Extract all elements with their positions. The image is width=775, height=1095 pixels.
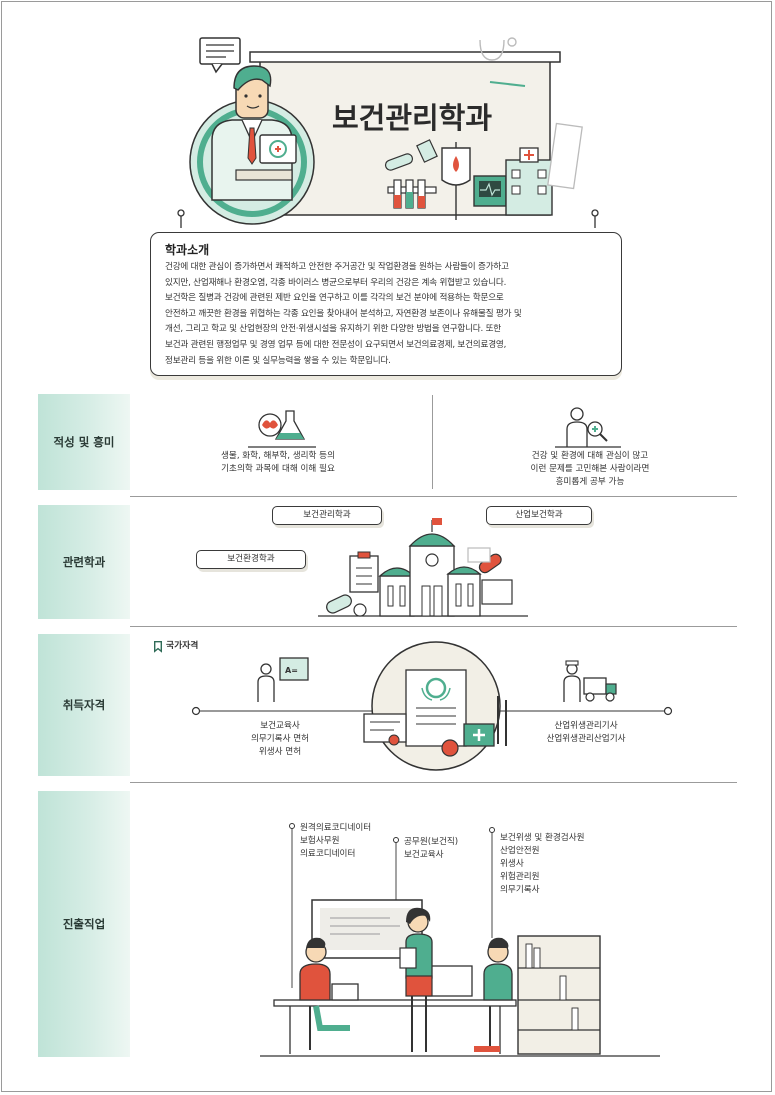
intro-line: 안전하고 깨끗한 환경을 위협하는 각종 요인을 찾아내어 분석하고, 자연환경… bbox=[165, 308, 522, 319]
career-item: 산업안전원 bbox=[500, 846, 540, 856]
license-right-text: 산업위생관리기사 산업위생관리산업기사 bbox=[516, 720, 656, 746]
hero-illustration: 보건관리학과 bbox=[177, 37, 599, 228]
intro-line: 보건과 관련된 행정업무 및 경영 업무 등에 대한 전문성이 요구되면서 보건… bbox=[165, 339, 507, 350]
career-item: 의무기록사 bbox=[500, 885, 540, 895]
related-department-tag: 보건관리학과 bbox=[272, 506, 382, 525]
license-item: 산업위생관리기사 bbox=[554, 721, 618, 731]
career-item: 원격의료코디네이터 bbox=[300, 823, 372, 833]
career-group: 원격의료코디네이터 보험사무원 의료코디네이터 bbox=[300, 822, 371, 861]
related-department-tag: 산업보건학과 bbox=[486, 506, 592, 525]
aptitude-right-line: 이런 문제를 고민해본 사람이라면 bbox=[530, 464, 650, 474]
license-left-text: 보건교육사 의무기록사 면허 위생사 면허 bbox=[220, 720, 340, 759]
career-item: 의료코디네이터 bbox=[300, 849, 356, 859]
intro-line: 정보관리 등을 위한 이론 및 실무능력을 쌓을 수 있는 학문입니다. bbox=[165, 355, 391, 366]
section-separator bbox=[130, 782, 737, 783]
section-divider bbox=[432, 395, 433, 489]
career-item: 보험사무원 bbox=[300, 836, 340, 846]
university-campus-icon bbox=[318, 518, 528, 617]
intro-line: 있지만, 산업재해나 환경오염, 각종 바이러스 병균으로부터 우리의 건강은 … bbox=[165, 277, 507, 288]
hero-section: 보건관리학과 bbox=[150, 30, 599, 230]
aptitude-right-line: 흥미롭게 공부 가능 bbox=[555, 477, 625, 487]
bookmark-icon bbox=[154, 641, 162, 653]
intro-line: 건강에 대한 관심이 증가하면서 쾌적하고 안전한 주거공간 및 작업환경을 원… bbox=[165, 262, 509, 272]
career-item: 위험관리원 bbox=[500, 872, 540, 882]
aptitude-right-text: 건강 및 환경에 대해 관심이 많고 이런 문제를 고민해본 사람이라면 흥미롭… bbox=[490, 450, 690, 489]
aptitude-right-line: 건강 및 환경에 대해 관심이 많고 bbox=[531, 451, 649, 461]
related-department-tag: 보건환경학과 bbox=[196, 550, 306, 569]
intro-text: 건강에 대한 관심이 증가하면서 쾌적하고 안전한 주거공간 및 작업환경을 원… bbox=[165, 260, 611, 369]
license-subheading: 국가자격 bbox=[166, 641, 199, 651]
license-item: 위생사 면허 bbox=[258, 747, 302, 757]
section-label-license: 취득자격 bbox=[38, 634, 130, 776]
career-item: 보건위생 및 환경검사원 bbox=[500, 833, 585, 843]
aptitude-left-line: 기초의학 과목에 대해 이해 필요 bbox=[221, 464, 335, 474]
svg-text:A=: A= bbox=[285, 666, 298, 675]
intro-heading: 학과소개 bbox=[165, 243, 210, 257]
aptitude-left-line: 생물, 화학, 해부학, 생리학 등의 bbox=[221, 451, 335, 461]
section-label-related: 관련학과 bbox=[38, 505, 130, 619]
career-group: 보건위생 및 환경검사원 산업안전원 위생사 위험관리원 의무기록사 bbox=[500, 832, 585, 897]
section-label-careers: 진출직업 bbox=[38, 791, 130, 1057]
career-group: 공무원(보건직) 보건교육사 bbox=[404, 836, 458, 862]
person-id-card-icon: A= bbox=[257, 657, 309, 702]
intro-line: 보건학은 질병과 건강에 관련된 제반 요인을 연구하고 이를 각각의 보건 분… bbox=[165, 293, 504, 304]
section-separator bbox=[130, 496, 737, 497]
lab-flask-brain-icon bbox=[248, 410, 316, 448]
certificate-icon bbox=[363, 641, 507, 771]
worker-truck-icon bbox=[563, 660, 617, 702]
section-separator bbox=[130, 626, 737, 627]
career-item: 보건교육사 bbox=[404, 850, 444, 860]
hero-title: 보건관리학과 bbox=[332, 101, 492, 135]
license-item: 의무기록사 면허 bbox=[250, 734, 310, 744]
aptitude-left-text: 생물, 화학, 해부학, 생리학 등의 기초의학 과목에 대해 이해 필요 bbox=[178, 450, 378, 476]
intro-box: 학과소개 건강에 대한 관심이 증가하면서 쾌적하고 안전한 주거공간 및 작업… bbox=[150, 232, 622, 376]
office-team-illustration bbox=[260, 823, 660, 1057]
researcher-magnifier-icon bbox=[555, 407, 621, 448]
license-item: 산업위생관리산업기사 bbox=[546, 734, 626, 744]
career-item: 위생사 bbox=[500, 859, 524, 869]
intro-line: 개선, 그리고 학교 및 산업현장의 안전·위생시설을 유지하기 위한 다양한 … bbox=[165, 324, 501, 335]
career-item: 공무원(보건직) bbox=[404, 837, 459, 847]
license-item: 보건교육사 bbox=[260, 721, 300, 731]
section-label-aptitude: 적성 및 흥미 bbox=[38, 394, 130, 490]
